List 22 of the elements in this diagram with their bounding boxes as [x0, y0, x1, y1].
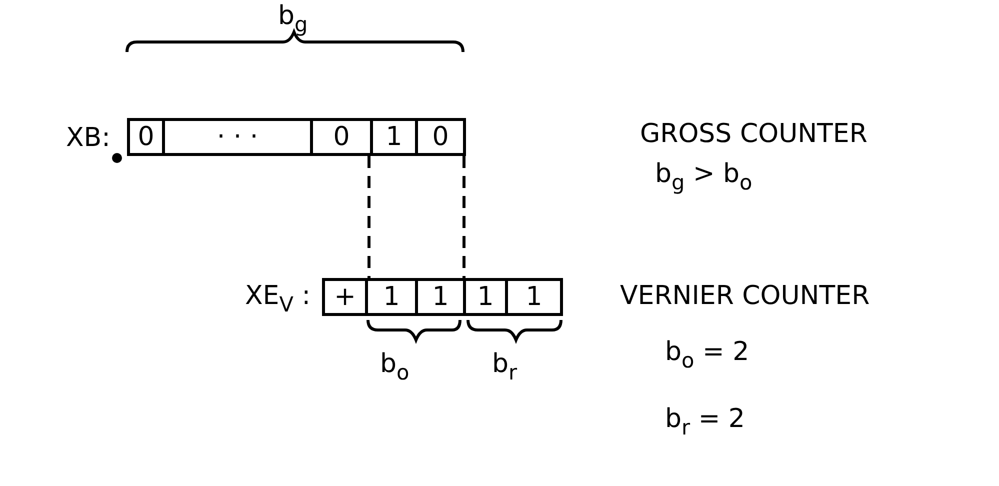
- parameter-value: b$_{r}$ = 2: [665, 405, 745, 440]
- register-bit-cell: 1: [505, 278, 563, 316]
- register-bit-cell: 0: [415, 118, 466, 156]
- counter-title: GROSS COUNTER: [640, 120, 868, 149]
- bit-width-label: b$_{r}$: [492, 350, 518, 384]
- register-bit-cell: +: [322, 278, 368, 316]
- condition-formula: b$_{g}$ > b$_{o}$: [655, 160, 752, 194]
- register-name: XB:: [66, 124, 110, 153]
- register-name: XE$_{V}$ :: [245, 282, 311, 316]
- register-bit-cell: 0: [127, 118, 165, 156]
- counter-title: VERNIER COUNTER: [620, 282, 870, 311]
- alignment-line: [462, 156, 466, 278]
- alignment-line: [368, 156, 370, 278]
- register-bit-cell: 1: [463, 278, 508, 316]
- register-bit-cell: 1: [415, 278, 466, 316]
- parameter-value: b$_{o}$ = 2: [665, 338, 750, 372]
- register-bit-cell: 0: [310, 118, 373, 156]
- register-bit-cell: 1: [365, 278, 418, 316]
- bit-width-label: b$_{g}$: [278, 2, 308, 36]
- bit-width-label: b$_{o}$: [380, 350, 410, 384]
- register-bit-cell: · · ·: [162, 118, 313, 156]
- register-bit-cell: 1: [370, 118, 418, 156]
